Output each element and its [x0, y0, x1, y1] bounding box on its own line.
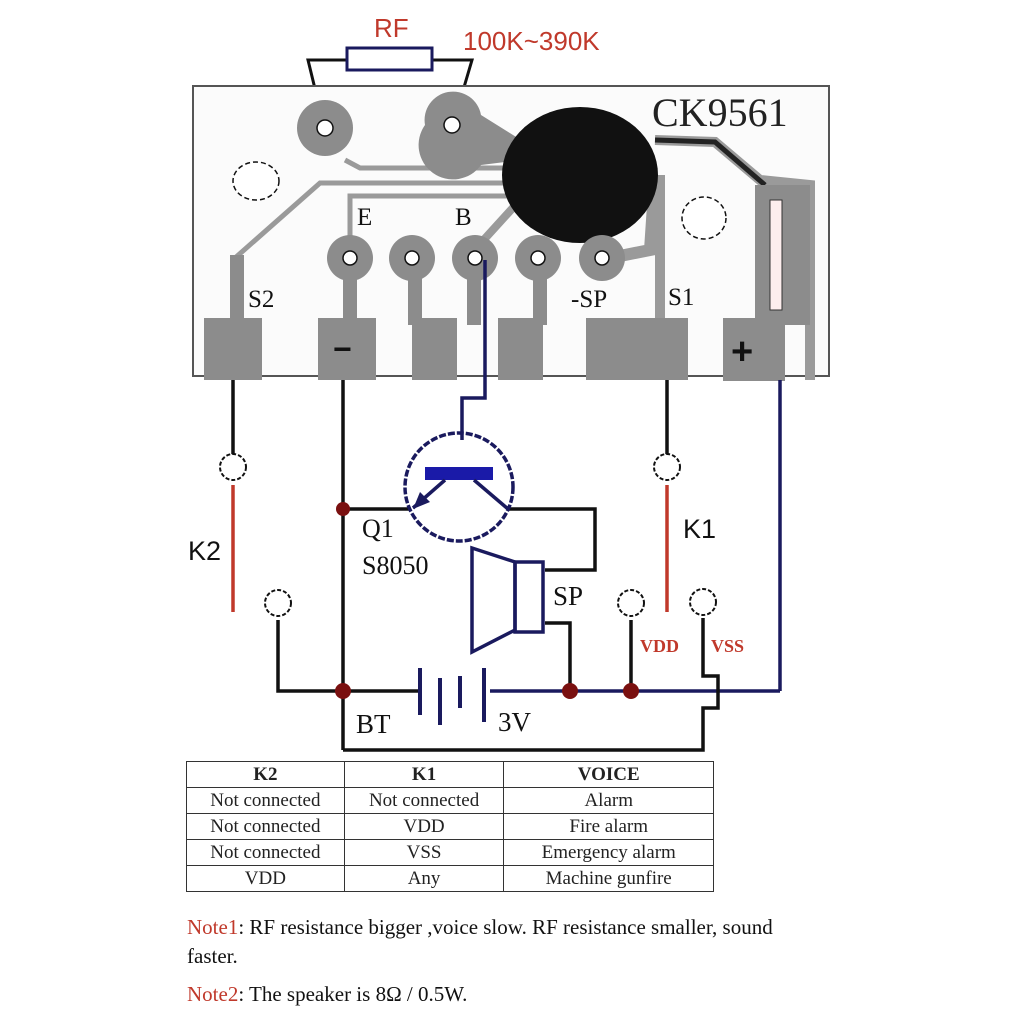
table-cell: Emergency alarm: [503, 839, 714, 866]
speaker-label: SP: [553, 581, 583, 611]
battery-symbol: [418, 668, 486, 725]
table-cell: VDD: [186, 865, 345, 892]
table-cell: Any: [343, 865, 505, 892]
table-row: Not connected VSS Emergency alarm: [186, 839, 714, 866]
switch-terminals: [219, 453, 717, 617]
table-cell: Alarm: [503, 787, 714, 814]
pin-label-minus: −: [333, 331, 352, 367]
switch-k1-label: K1: [683, 514, 716, 544]
note-text: : RF resistance bigger ,voice slow. RF r…: [187, 915, 773, 968]
table-cell: Not connected: [186, 839, 345, 866]
note-1: Note1: RF resistance bigger ,voice slow.…: [187, 913, 807, 971]
rf-resistor: [306, 46, 475, 131]
table-row: Not connected VDD Fire alarm: [186, 813, 714, 840]
pin-label-s2: S2: [248, 286, 274, 313]
vdd-label: VDD: [640, 636, 679, 656]
column-header: K1: [343, 761, 505, 788]
table-row: Not connected Not connected Alarm: [186, 787, 714, 814]
pin-label-sp: -SP: [571, 286, 607, 313]
pcb-board: [192, 85, 830, 381]
rf-label: RF: [374, 13, 409, 43]
table-cell: VSS: [343, 839, 505, 866]
note-tag: Note1: [187, 915, 239, 939]
table-header-row: K2 K1 VOICE: [186, 761, 714, 788]
ic-blob: [502, 107, 658, 243]
voice-mode-table: K2 K1 VOICE Not connected Not connected …: [186, 761, 714, 892]
table-cell: VDD: [343, 813, 505, 840]
note-tag: Note2: [187, 982, 239, 1006]
transistor-ref-label: Q1: [362, 514, 394, 543]
table-cell: Machine gunfire: [503, 865, 714, 892]
transistor-symbol: [403, 431, 515, 543]
table-cell: Not connected: [186, 787, 345, 814]
speaker-symbol: [470, 545, 545, 655]
transistor-part-label: S8050: [362, 551, 428, 580]
junction-dots: [335, 502, 639, 699]
table-row: VDD Any Machine gunfire: [186, 865, 714, 892]
column-header: VOICE: [503, 761, 714, 788]
battery-ref-label: BT: [356, 709, 391, 739]
notes-section: Note1: RF resistance bigger ,voice slow.…: [187, 913, 807, 1009]
battery-voltage-label: 3V: [498, 707, 532, 737]
note-text: : The speaker is 8Ω / 0.5W.: [238, 982, 468, 1006]
column-header: K2: [186, 761, 345, 788]
table-cell: Not connected: [186, 813, 345, 840]
table-cell: Fire alarm: [503, 813, 714, 840]
note-2: Note2: The speaker is 8Ω / 0.5W.: [187, 980, 807, 1009]
chip-name: CK9561: [652, 90, 788, 135]
pin-label-s1: S1: [668, 284, 694, 311]
circuit-diagram: RF 100K~390K: [188, 13, 830, 752]
switch-k2-label: K2: [188, 536, 221, 566]
table-cell: Not connected: [343, 787, 505, 814]
pin-label-plus: +: [731, 331, 753, 373]
rf-value-label: 100K~390K: [463, 26, 600, 56]
vss-label: VSS: [711, 636, 744, 656]
pin-label-e: E: [357, 204, 372, 231]
pin-label-b: B: [455, 204, 472, 231]
